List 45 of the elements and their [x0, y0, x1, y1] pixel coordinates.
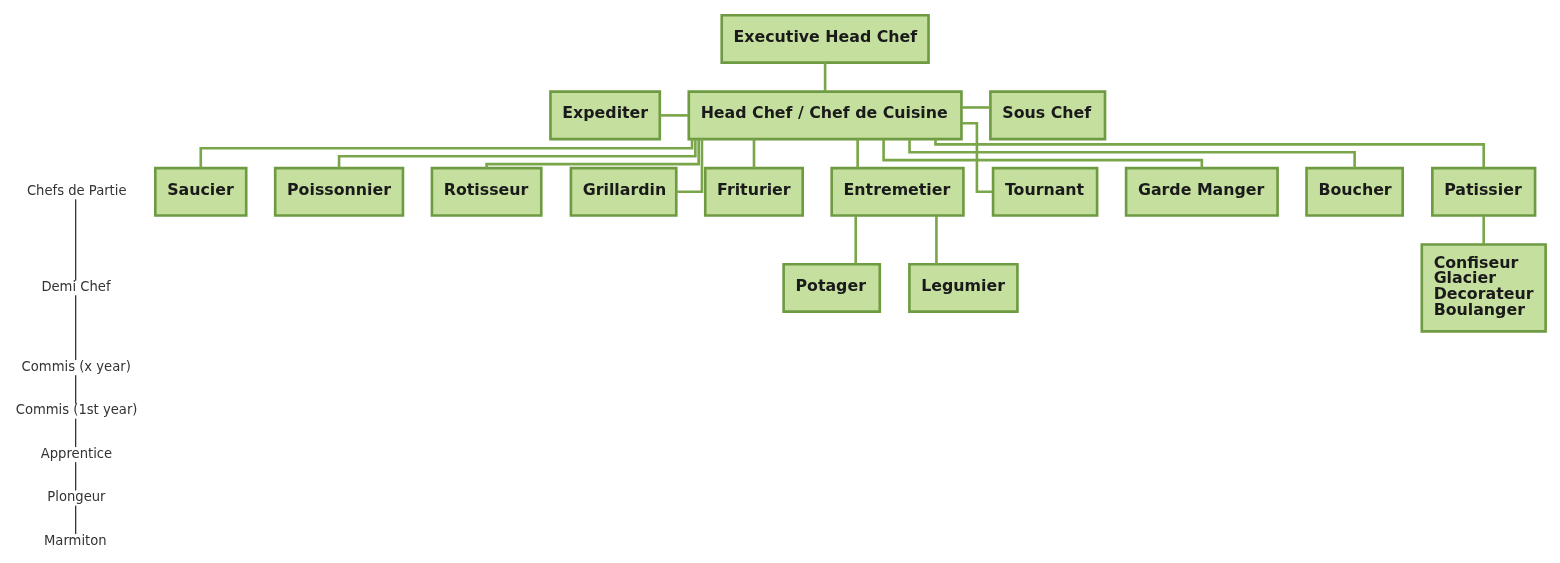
node-box: Boucher — [1305, 166, 1404, 217]
connector — [856, 138, 859, 168]
node-text: Commis (1st year) — [15, 401, 138, 417]
connector — [854, 215, 858, 264]
connector — [961, 121, 993, 193]
connector — [676, 138, 704, 193]
node-box: Friturier — [703, 166, 805, 217]
node-box: Expediter — [549, 89, 662, 140]
node-box: Tournant — [991, 166, 1099, 217]
connector — [752, 138, 756, 168]
connector — [1482, 215, 1486, 244]
connector — [908, 138, 1356, 168]
node-box: Saucier — [154, 166, 248, 217]
connector — [823, 62, 827, 91]
node-box: Potager — [782, 262, 882, 313]
node-box: Sous Chef — [989, 89, 1107, 140]
node-box: Executive Head Chef — [720, 13, 930, 64]
node-text: Demi Chef — [41, 278, 111, 294]
node-box: Confiseur Glacier Decorateur Boulanger — [1420, 242, 1547, 333]
node-text: Marmiton — [44, 532, 107, 548]
connector — [74, 504, 77, 535]
node-box: Legumier — [908, 262, 1019, 313]
connector — [660, 113, 689, 117]
connector — [935, 215, 938, 264]
connector — [74, 460, 77, 491]
node-box: Head Chef / Chef de Cuisine — [687, 89, 963, 140]
node-box: Garde Manger — [1124, 166, 1279, 217]
connector — [74, 417, 77, 448]
connector — [882, 138, 1204, 168]
node-box: Grillardin — [569, 166, 678, 217]
connector — [961, 105, 991, 109]
node-box: Patissier — [1431, 166, 1537, 217]
node-box: Poissonnier — [273, 166, 405, 217]
connector — [74, 374, 77, 404]
node-box: Entremetier — [830, 166, 965, 217]
node-text: Chefs de Partie — [26, 182, 127, 198]
node-text: Commis (x year) — [21, 358, 131, 374]
connector — [337, 138, 697, 168]
connector — [485, 138, 700, 168]
node-text: Apprentice — [40, 445, 113, 461]
connector — [74, 198, 77, 281]
connector — [199, 138, 694, 168]
node-text: Plongeur — [47, 488, 106, 504]
connector — [74, 294, 77, 361]
node-box: Rotisseur — [430, 166, 543, 217]
